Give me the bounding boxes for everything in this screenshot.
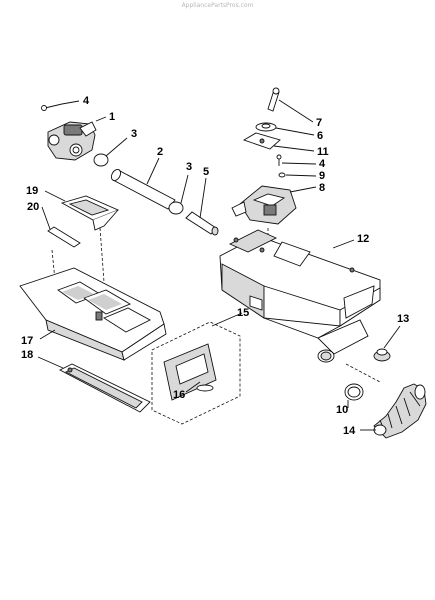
plate-part-11 [242,132,315,152]
screw-part-7 [267,87,314,123]
callout-8: 8 [319,182,325,194]
screw-part-4-right [276,154,317,166]
dispenser-cap-part-19 [44,190,120,231]
callout-17: 17 [21,335,33,347]
bellows-hose-part-14 [360,383,427,439]
clamp-part-3-right [168,174,189,215]
cover-part-16 [163,343,217,401]
kit-group-part-15 [151,312,243,425]
callout-14: 14 [343,425,356,437]
drawer-tray-part-18 [37,356,151,413]
callout-3-right: 3 [186,161,192,173]
callout-18: 18 [21,349,33,361]
callout-19: 19 [26,185,38,197]
grommet-part-13 [373,325,401,362]
callout-4-left: 4 [83,95,90,107]
callout-12: 12 [357,233,369,245]
water-valve-part-1 [47,116,107,161]
callout-5: 5 [203,166,209,178]
siphon-part-20 [41,206,81,248]
bracket-part-6 [255,122,315,136]
watermark: AppliancePartsPros.com [181,2,254,9]
clamp-part-3-left [93,137,128,167]
callout-11: 11 [317,146,329,158]
callout-9: 9 [319,170,325,182]
callout-2: 2 [157,146,163,158]
dash-line-20 [51,249,57,291]
callout-10: 10 [336,404,348,416]
dash-line-19 [99,227,105,283]
callout-15: 15 [237,307,249,319]
dash-line-13 [345,363,381,383]
fill-hose-part-2 [110,157,176,210]
valve-part-8 [231,185,317,225]
callout-16: 16 [173,389,185,401]
screw-part-4-left [41,100,80,111]
dispenser-drawer-part-17 [19,267,167,361]
callout-6: 6 [317,130,323,142]
callout-7: 7 [316,117,322,129]
callout-13: 13 [397,313,409,325]
callout-4-right: 4 [319,158,326,170]
nozzle-part-5 [185,177,219,236]
callout-3-left: 3 [131,128,137,140]
callout-1: 1 [109,111,115,123]
clamp-ring-part-10 [344,383,364,408]
dispenser-housing-part-12 [219,229,381,363]
washer-part-9 [278,172,317,178]
callout-20: 20 [27,201,39,213]
